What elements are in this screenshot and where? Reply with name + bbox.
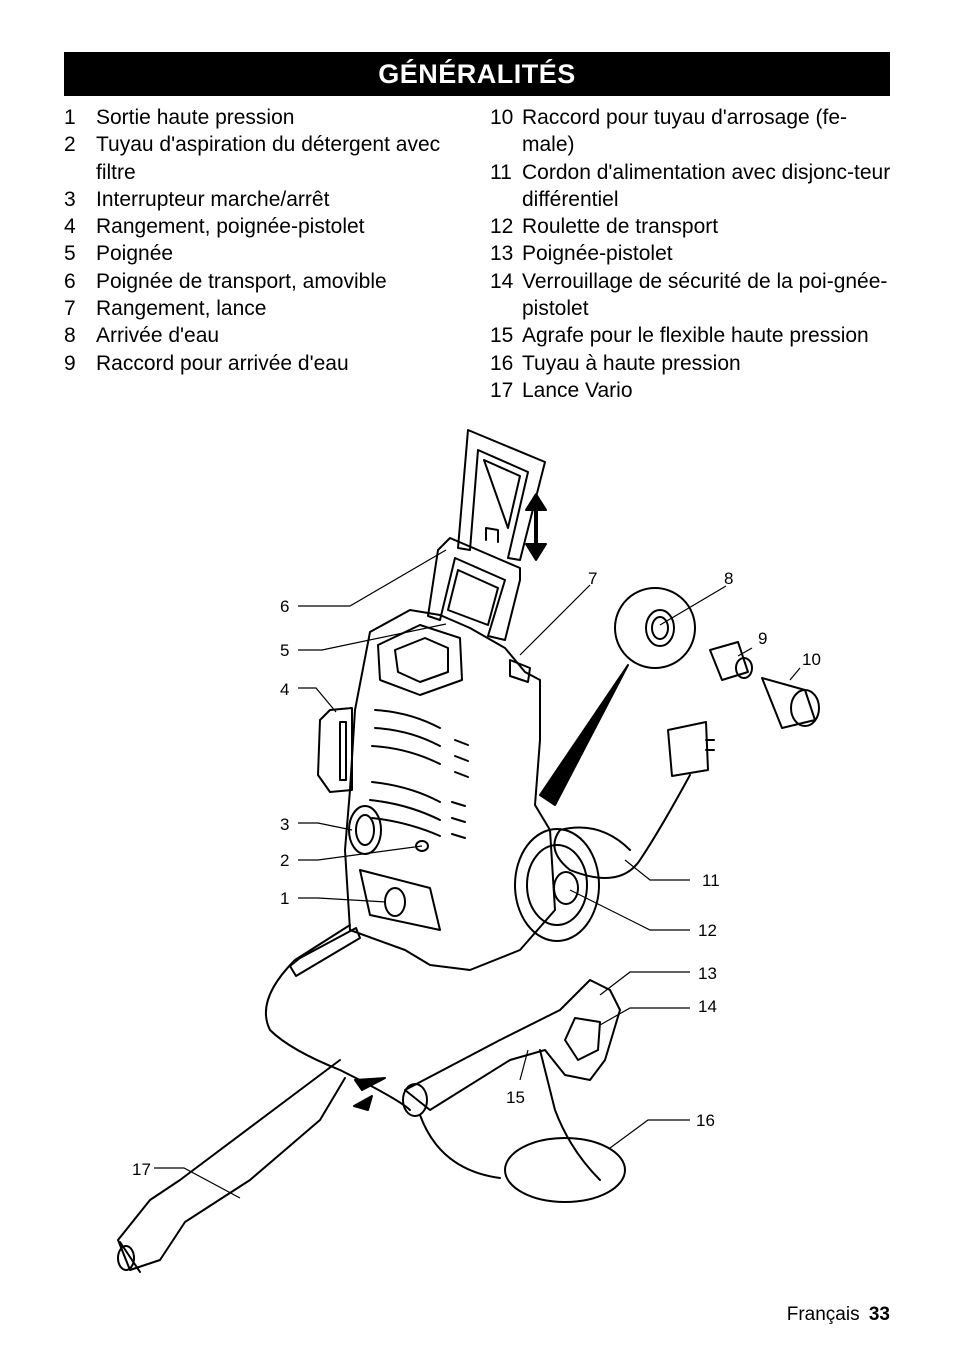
part-label: Sortie haute pression: [96, 106, 295, 129]
callout-7: 7: [588, 569, 597, 588]
part-label: Poignée: [96, 242, 174, 266]
part-number: 16: [490, 351, 514, 375]
water-inlet-inset-drawing: [614, 587, 696, 669]
pressure-washer-diagram: 1 2 3 4 5 6 7 8 9 10 11 12 13 14 15 16 1…: [117, 429, 821, 1273]
part-number: 4: [64, 215, 76, 239]
callout-9: 9: [758, 629, 767, 648]
callout-13: 13: [698, 964, 717, 983]
callout-2: 2: [280, 851, 289, 870]
page-title: GÉNÉRALITÉS: [64, 52, 890, 96]
part-number: 2: [64, 133, 76, 157]
part-number: 5: [64, 242, 76, 266]
list-item: 16 Tuyau à haute pression: [490, 350, 895, 377]
page-number: 33: [868, 1304, 890, 1325]
list-item: 4 Rangement, poignée-pistolet: [64, 213, 469, 240]
part-label: Lance Vario: [522, 378, 633, 402]
parts-list-right: 10 Raccord pour tuyau d'arrosage (fe-male…: [490, 104, 895, 404]
part-label: Raccord pour tuyau d'arrosage (fe-male): [522, 106, 848, 157]
callout-3: 3: [280, 815, 289, 834]
callout-15: 15: [506, 1088, 525, 1107]
transport-handle-drawing: [457, 429, 546, 561]
part-label: Cordon d'alimentation avec disjonc-teur …: [522, 160, 891, 211]
list-item: 11 Cordon d'alimentation avec disjonc-teu…: [490, 159, 895, 214]
vario-lance-drawing: [117, 1059, 346, 1271]
part-number: 14: [490, 269, 514, 293]
callout-14: 14: [698, 997, 717, 1016]
list-item: 1 Sortie haute pression: [64, 104, 469, 131]
part-label: Interrupteur marche/arrêt: [96, 187, 330, 211]
part-number: 15: [490, 324, 514, 348]
callout-1: 1: [280, 889, 289, 908]
machine-body-drawing: [344, 609, 556, 971]
part-number: 9: [64, 351, 76, 375]
part-label: Agrafe pour le flexible haute pression: [522, 324, 869, 348]
part-number: 1: [64, 106, 76, 129]
part-number: 11: [490, 160, 512, 184]
page-footer: Français 33: [787, 1304, 890, 1326]
wheel-drawing: [514, 828, 600, 942]
footer-language: Français: [786, 1304, 860, 1325]
list-item: 7 Rangement, lance: [64, 295, 469, 322]
parts-list-left: 1 Sortie haute pression 2 Tuyau d'aspirati…: [64, 104, 469, 377]
list-item: 3 Interrupteur marche/arrêt: [64, 186, 469, 213]
list-item: 17 Lance Vario: [490, 377, 895, 404]
list-item: 15 Agrafe pour le flexible haute pression: [490, 322, 895, 349]
part-label: Tuyau d'aspiration du détergent avec fil…: [96, 133, 441, 184]
spray-gun-drawing: [404, 979, 621, 1111]
list-item: 14 Verrouillage de sécurité de la poi-gné…: [490, 268, 895, 323]
part-label: Verrouillage de sécurité de la poi-gnée-…: [522, 269, 888, 321]
list-item: 13 Poignée-pistolet: [490, 240, 895, 267]
part-number: 17: [490, 378, 514, 402]
callout-8: 8: [724, 569, 733, 588]
list-item: 6 Poignée de transport, amovible: [64, 268, 469, 295]
part-label: Arrivée d'eau: [96, 324, 220, 348]
part-number: 6: [64, 269, 76, 293]
callout-5: 5: [280, 641, 289, 660]
part-number: 7: [64, 297, 76, 321]
part-number: 13: [490, 242, 514, 266]
part-number: 8: [64, 324, 76, 348]
list-item: 9 Raccord pour arrivée d'eau: [64, 350, 469, 377]
list-item: 10 Raccord pour tuyau d'arrosage (fe-male…: [490, 104, 895, 159]
callout-10: 10: [802, 650, 821, 669]
list-item: 2 Tuyau d'aspiration du détergent avec fi…: [64, 131, 469, 186]
part-label: Raccord pour arrivée d'eau: [96, 351, 349, 375]
callout-16: 16: [696, 1111, 715, 1130]
callout-4: 4: [280, 680, 289, 699]
callout-17: 17: [132, 1160, 151, 1179]
list-item: 12 Roulette de transport: [490, 213, 895, 240]
part-label: Roulette de transport: [522, 215, 719, 239]
part-label: Rangement, lance: [96, 297, 267, 321]
part-number: 12: [490, 215, 514, 239]
part-label: Rangement, poignée-pistolet: [96, 215, 365, 239]
callout-12: 12: [698, 921, 717, 940]
part-number: 10: [490, 106, 514, 129]
callout-11: 11: [702, 871, 720, 890]
part-number: 3: [64, 187, 76, 211]
callout-6: 6: [280, 597, 289, 616]
list-item: 5 Poignée: [64, 240, 469, 267]
part-label: Tuyau à haute pression: [522, 351, 741, 375]
part-label: Poignée-pistolet: [522, 242, 673, 266]
part-label: Poignée de transport, amovible: [96, 269, 387, 293]
list-item: 8 Arrivée d'eau: [64, 322, 469, 349]
